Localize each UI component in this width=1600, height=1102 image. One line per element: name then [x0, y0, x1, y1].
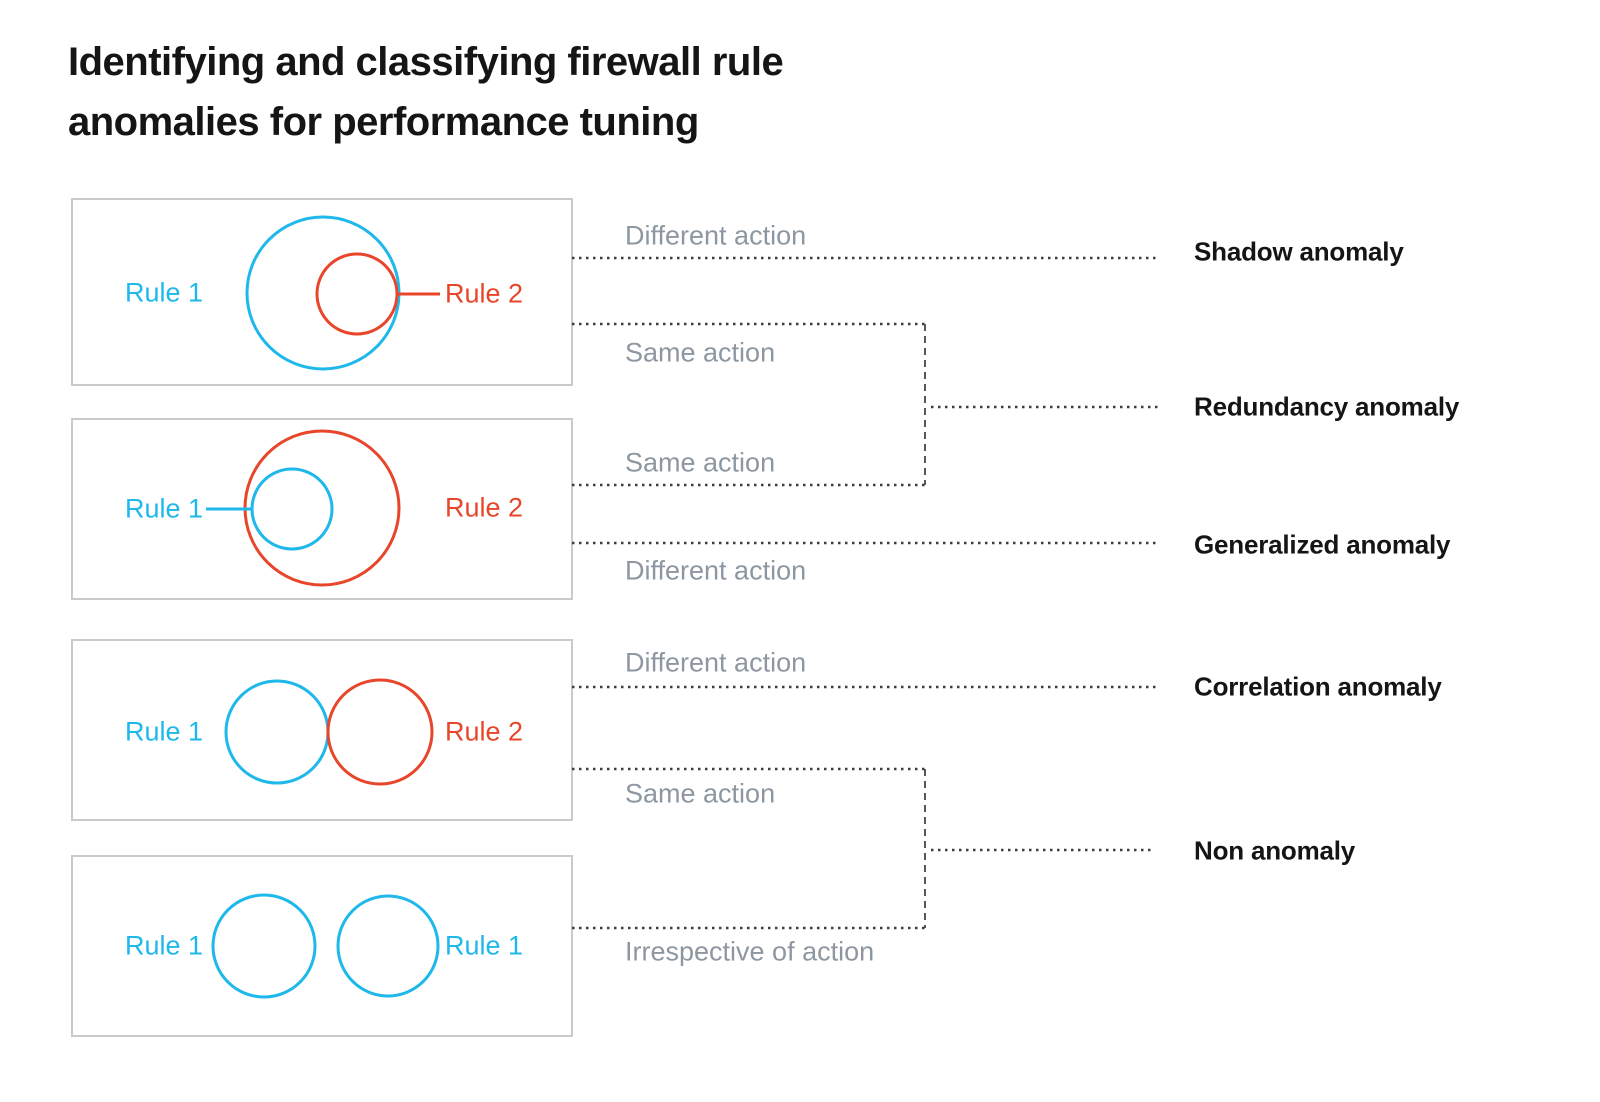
panel2-rule1-circle — [250, 467, 334, 551]
panel1-rule2-label: Rule 2 — [445, 278, 524, 309]
anomaly-label-generalized: Generalized anomaly — [1194, 529, 1451, 560]
panel-box-generalized — [71, 418, 573, 600]
anomaly-label-non: Non anomaly — [1194, 835, 1356, 866]
anomaly-label-shadow: Shadow anomaly — [1194, 236, 1404, 267]
panel1-rule2-circle — [315, 252, 399, 336]
panel1-rule1-label: Rule 1 — [125, 277, 204, 308]
panel3-rule1-circle — [224, 679, 330, 785]
page-title-line1: Identifying and classifying firewall rul… — [68, 40, 784, 84]
panel4-rule1-left-label: Rule 1 — [125, 930, 204, 961]
panel4-rule1-right-circle — [336, 894, 440, 998]
action-label-same-2: Same action — [625, 447, 776, 478]
action-label-different-1: Different action — [625, 220, 807, 251]
anomaly-label-redundancy: Redundancy anomaly — [1194, 391, 1460, 422]
panel3-rule2-circle — [326, 678, 434, 786]
page-title-line2: anomalies for performance tuning — [68, 100, 699, 144]
panel-box-correlation — [71, 639, 573, 821]
panel3-rule1-label: Rule 1 — [125, 716, 204, 747]
panel-box-non-anomaly — [71, 855, 573, 1037]
action-label-irrespective: Irrespective of action — [625, 936, 875, 967]
action-label-different-2: Different action — [625, 555, 807, 586]
panel1-rule1-circle — [245, 215, 401, 371]
page-title: Identifying and classifying firewall rul… — [68, 32, 784, 152]
panel4-rule1-right-label: Rule 1 — [445, 930, 524, 961]
panel2-rule1-label: Rule 1 — [125, 493, 204, 524]
panel2-rule2-circle — [243, 429, 401, 587]
panel-box-shadow — [71, 198, 573, 386]
action-label-same-3: Same action — [625, 778, 776, 809]
panel3-rule2-label: Rule 2 — [445, 716, 524, 747]
action-label-same-1: Same action — [625, 337, 776, 368]
action-label-different-3: Different action — [625, 647, 807, 678]
anomaly-label-correlation: Correlation anomaly — [1194, 671, 1442, 702]
panel2-rule2-label: Rule 2 — [445, 492, 524, 523]
panel4-rule1-left-circle — [211, 893, 317, 999]
